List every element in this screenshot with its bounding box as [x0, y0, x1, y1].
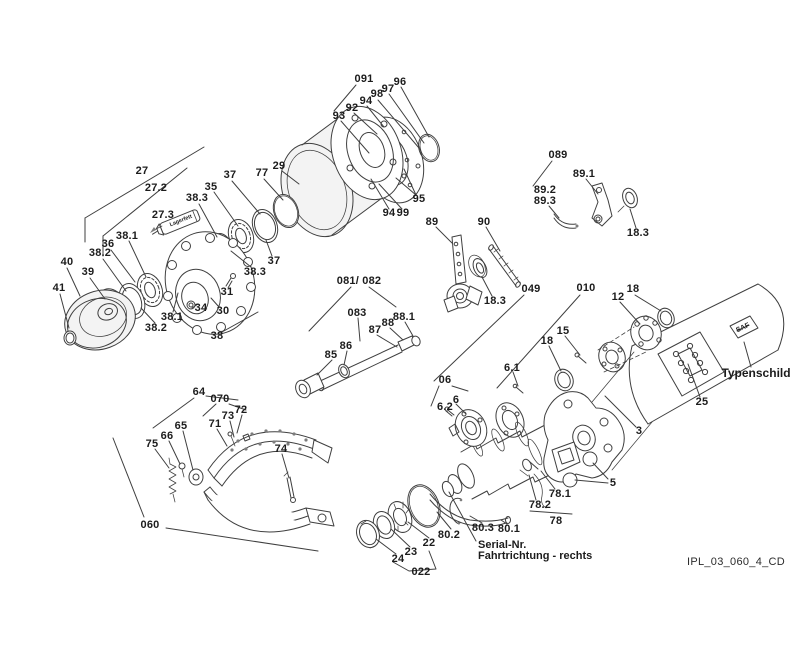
- cam-washer-18-3-center: [468, 254, 488, 278]
- hub-cap-40: [63, 289, 136, 351]
- return-spring-75: [168, 457, 177, 503]
- flange-12: [630, 315, 662, 351]
- adjuster-lever-89-1: [591, 182, 613, 227]
- axle-nut-24: [356, 519, 380, 549]
- drawing-code: IPL_03_060_4_CD: [686, 556, 786, 568]
- axle-tube: [591, 283, 785, 471]
- abs-sensor-78: [519, 458, 547, 509]
- nameplate-25: [657, 331, 725, 397]
- hose-80-1: [429, 493, 511, 527]
- brake-shoe-upper: [207, 429, 333, 487]
- cam-18-3-right: [617, 187, 638, 213]
- roller-pin-66: [178, 462, 186, 478]
- camshaft-flange-6: [448, 409, 488, 447]
- clamp-ring-96: [418, 133, 440, 163]
- shoe-pin-73: [227, 431, 251, 447]
- leader-lines: [59, 84, 752, 572]
- brake-drum-29: [280, 105, 404, 238]
- seal-ring-18-right: [657, 307, 675, 329]
- grease-tube: [150, 209, 201, 236]
- beam-cam-flange: [495, 402, 525, 438]
- ring-37-outer: [251, 209, 279, 243]
- screw-6-1: [512, 383, 524, 394]
- anchor-pin-74: [283, 471, 296, 503]
- center-spindle: [441, 421, 561, 500]
- o-rings-5: [562, 451, 598, 488]
- seal-ring-18-left: [554, 368, 574, 392]
- nut-34: [186, 300, 196, 310]
- slack-adjuster-89: [443, 234, 483, 313]
- beam-flange-ghost: [597, 326, 649, 373]
- screw-6-2: [444, 406, 455, 416]
- cam-roller-65: [188, 468, 204, 486]
- screw-15: [574, 352, 587, 364]
- wheel-stud-31: [225, 273, 236, 287]
- saf-type-plate: [729, 315, 759, 339]
- brake-shoe-lower: [203, 486, 335, 533]
- serrated-rod-90: [488, 244, 521, 288]
- grease-hose-083: [295, 335, 421, 399]
- axle-spider-plate: [543, 391, 625, 483]
- wheel-hub-30: [163, 231, 256, 335]
- ring-77: [272, 194, 300, 228]
- spring-clip-89-2: [553, 213, 579, 229]
